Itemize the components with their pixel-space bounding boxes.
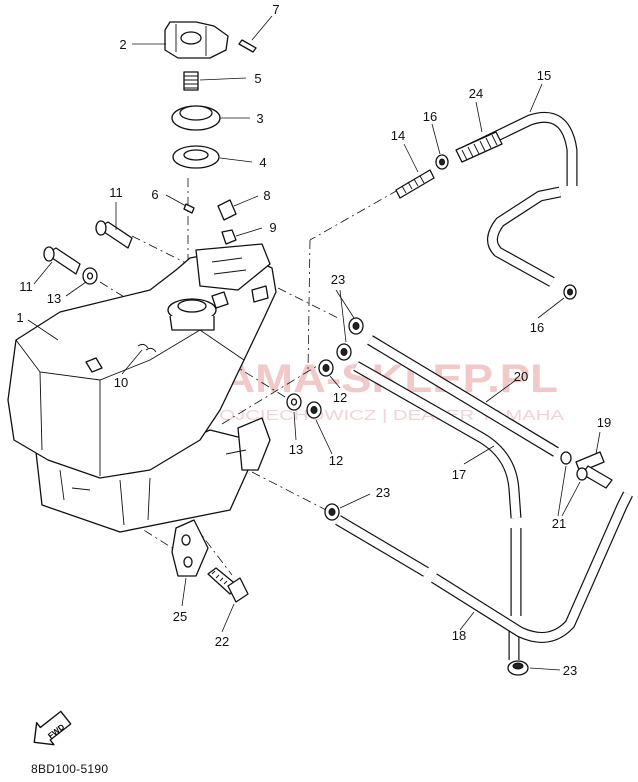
hose-clip-23-upper-a[interactable] bbox=[348, 317, 364, 335]
leader-lines bbox=[27, 15, 601, 671]
callout-20: 20 bbox=[514, 369, 528, 384]
bolt-upper[interactable] bbox=[95, 220, 133, 249]
hose-spring[interactable] bbox=[455, 131, 503, 163]
hose-clip-21-a[interactable] bbox=[560, 451, 572, 465]
hose-clip-lower[interactable] bbox=[563, 284, 577, 300]
callout-4: 4 bbox=[259, 155, 266, 170]
callout-22: 22 bbox=[215, 634, 229, 649]
grommet-lower[interactable] bbox=[306, 401, 322, 419]
callout-6: 6 bbox=[151, 187, 158, 202]
washer-left[interactable] bbox=[82, 267, 98, 285]
vent-hose[interactable] bbox=[465, 111, 578, 287]
callout-23-upper: 23 bbox=[331, 272, 345, 287]
bracket[interactable] bbox=[171, 519, 209, 577]
callout-3: 3 bbox=[256, 111, 263, 126]
fuel-hose-20[interactable] bbox=[367, 335, 559, 457]
callout-10: 10 bbox=[114, 375, 128, 390]
diagram-code: 8BD100-5190 bbox=[31, 762, 109, 776]
drain-bolt[interactable] bbox=[207, 567, 249, 603]
washer-right[interactable] bbox=[286, 393, 302, 411]
hose-clip-upper[interactable] bbox=[435, 154, 449, 170]
watermark-subtitle: WOJCIECHOWICZ | DEALER YAMAHA bbox=[200, 407, 564, 424]
hose-clip-23-middle[interactable] bbox=[324, 503, 340, 521]
callout-9: 9 bbox=[269, 220, 276, 235]
hose-clip-23-bottom[interactable] bbox=[507, 660, 529, 676]
callout-25: 25 bbox=[173, 609, 187, 624]
vent-fitting[interactable] bbox=[395, 169, 435, 199]
callout-14: 14 bbox=[391, 128, 405, 143]
callout-16-lower: 16 bbox=[530, 320, 544, 335]
cap-seal[interactable] bbox=[171, 105, 221, 131]
callout-21: 21 bbox=[552, 516, 566, 531]
callout-13-right: 13 bbox=[289, 442, 303, 457]
callout-15: 15 bbox=[537, 68, 551, 83]
fuel-tank[interactable] bbox=[7, 243, 277, 533]
callout-5: 5 bbox=[254, 71, 261, 86]
callout-24: 24 bbox=[469, 86, 483, 101]
callout-23-middle: 23 bbox=[376, 485, 390, 500]
callout-11-lower: 11 bbox=[19, 279, 33, 294]
callout-18: 18 bbox=[452, 628, 466, 643]
nut[interactable] bbox=[221, 229, 237, 245]
callout-23-bottom: 23 bbox=[563, 663, 577, 678]
hose-clip-21-b[interactable] bbox=[576, 467, 588, 481]
callout-1: 1 bbox=[16, 310, 23, 325]
callout-13-left: 13 bbox=[47, 291, 61, 306]
callout-12-lower: 12 bbox=[329, 453, 343, 468]
clip[interactable] bbox=[217, 199, 237, 221]
callout-19: 19 bbox=[597, 415, 611, 430]
callout-8: 8 bbox=[263, 188, 270, 203]
callout-17: 17 bbox=[452, 467, 466, 482]
callout-2: 2 bbox=[119, 37, 126, 52]
small-pin[interactable] bbox=[183, 203, 195, 214]
gasket[interactable] bbox=[172, 145, 220, 169]
hose-clip-23-upper-b[interactable] bbox=[336, 343, 352, 361]
spring[interactable] bbox=[183, 71, 199, 91]
cap-pin[interactable] bbox=[238, 39, 257, 53]
callout-12-upper: 12 bbox=[333, 390, 347, 405]
grommet-upper[interactable] bbox=[318, 359, 334, 377]
callout-labels: 2 7 5 3 4 6 8 9 11 11 13 1 10 13 12 12 2… bbox=[16, 2, 611, 678]
fuel-hose-18[interactable] bbox=[335, 491, 633, 643]
callout-11-upper: 11 bbox=[109, 185, 123, 200]
fwd-arrow-icon: FWD bbox=[33, 710, 72, 746]
bolt-lower[interactable] bbox=[43, 246, 81, 275]
callout-16-upper: 16 bbox=[423, 109, 437, 124]
callout-7: 7 bbox=[272, 2, 279, 17]
filler-cap[interactable] bbox=[164, 21, 229, 59]
